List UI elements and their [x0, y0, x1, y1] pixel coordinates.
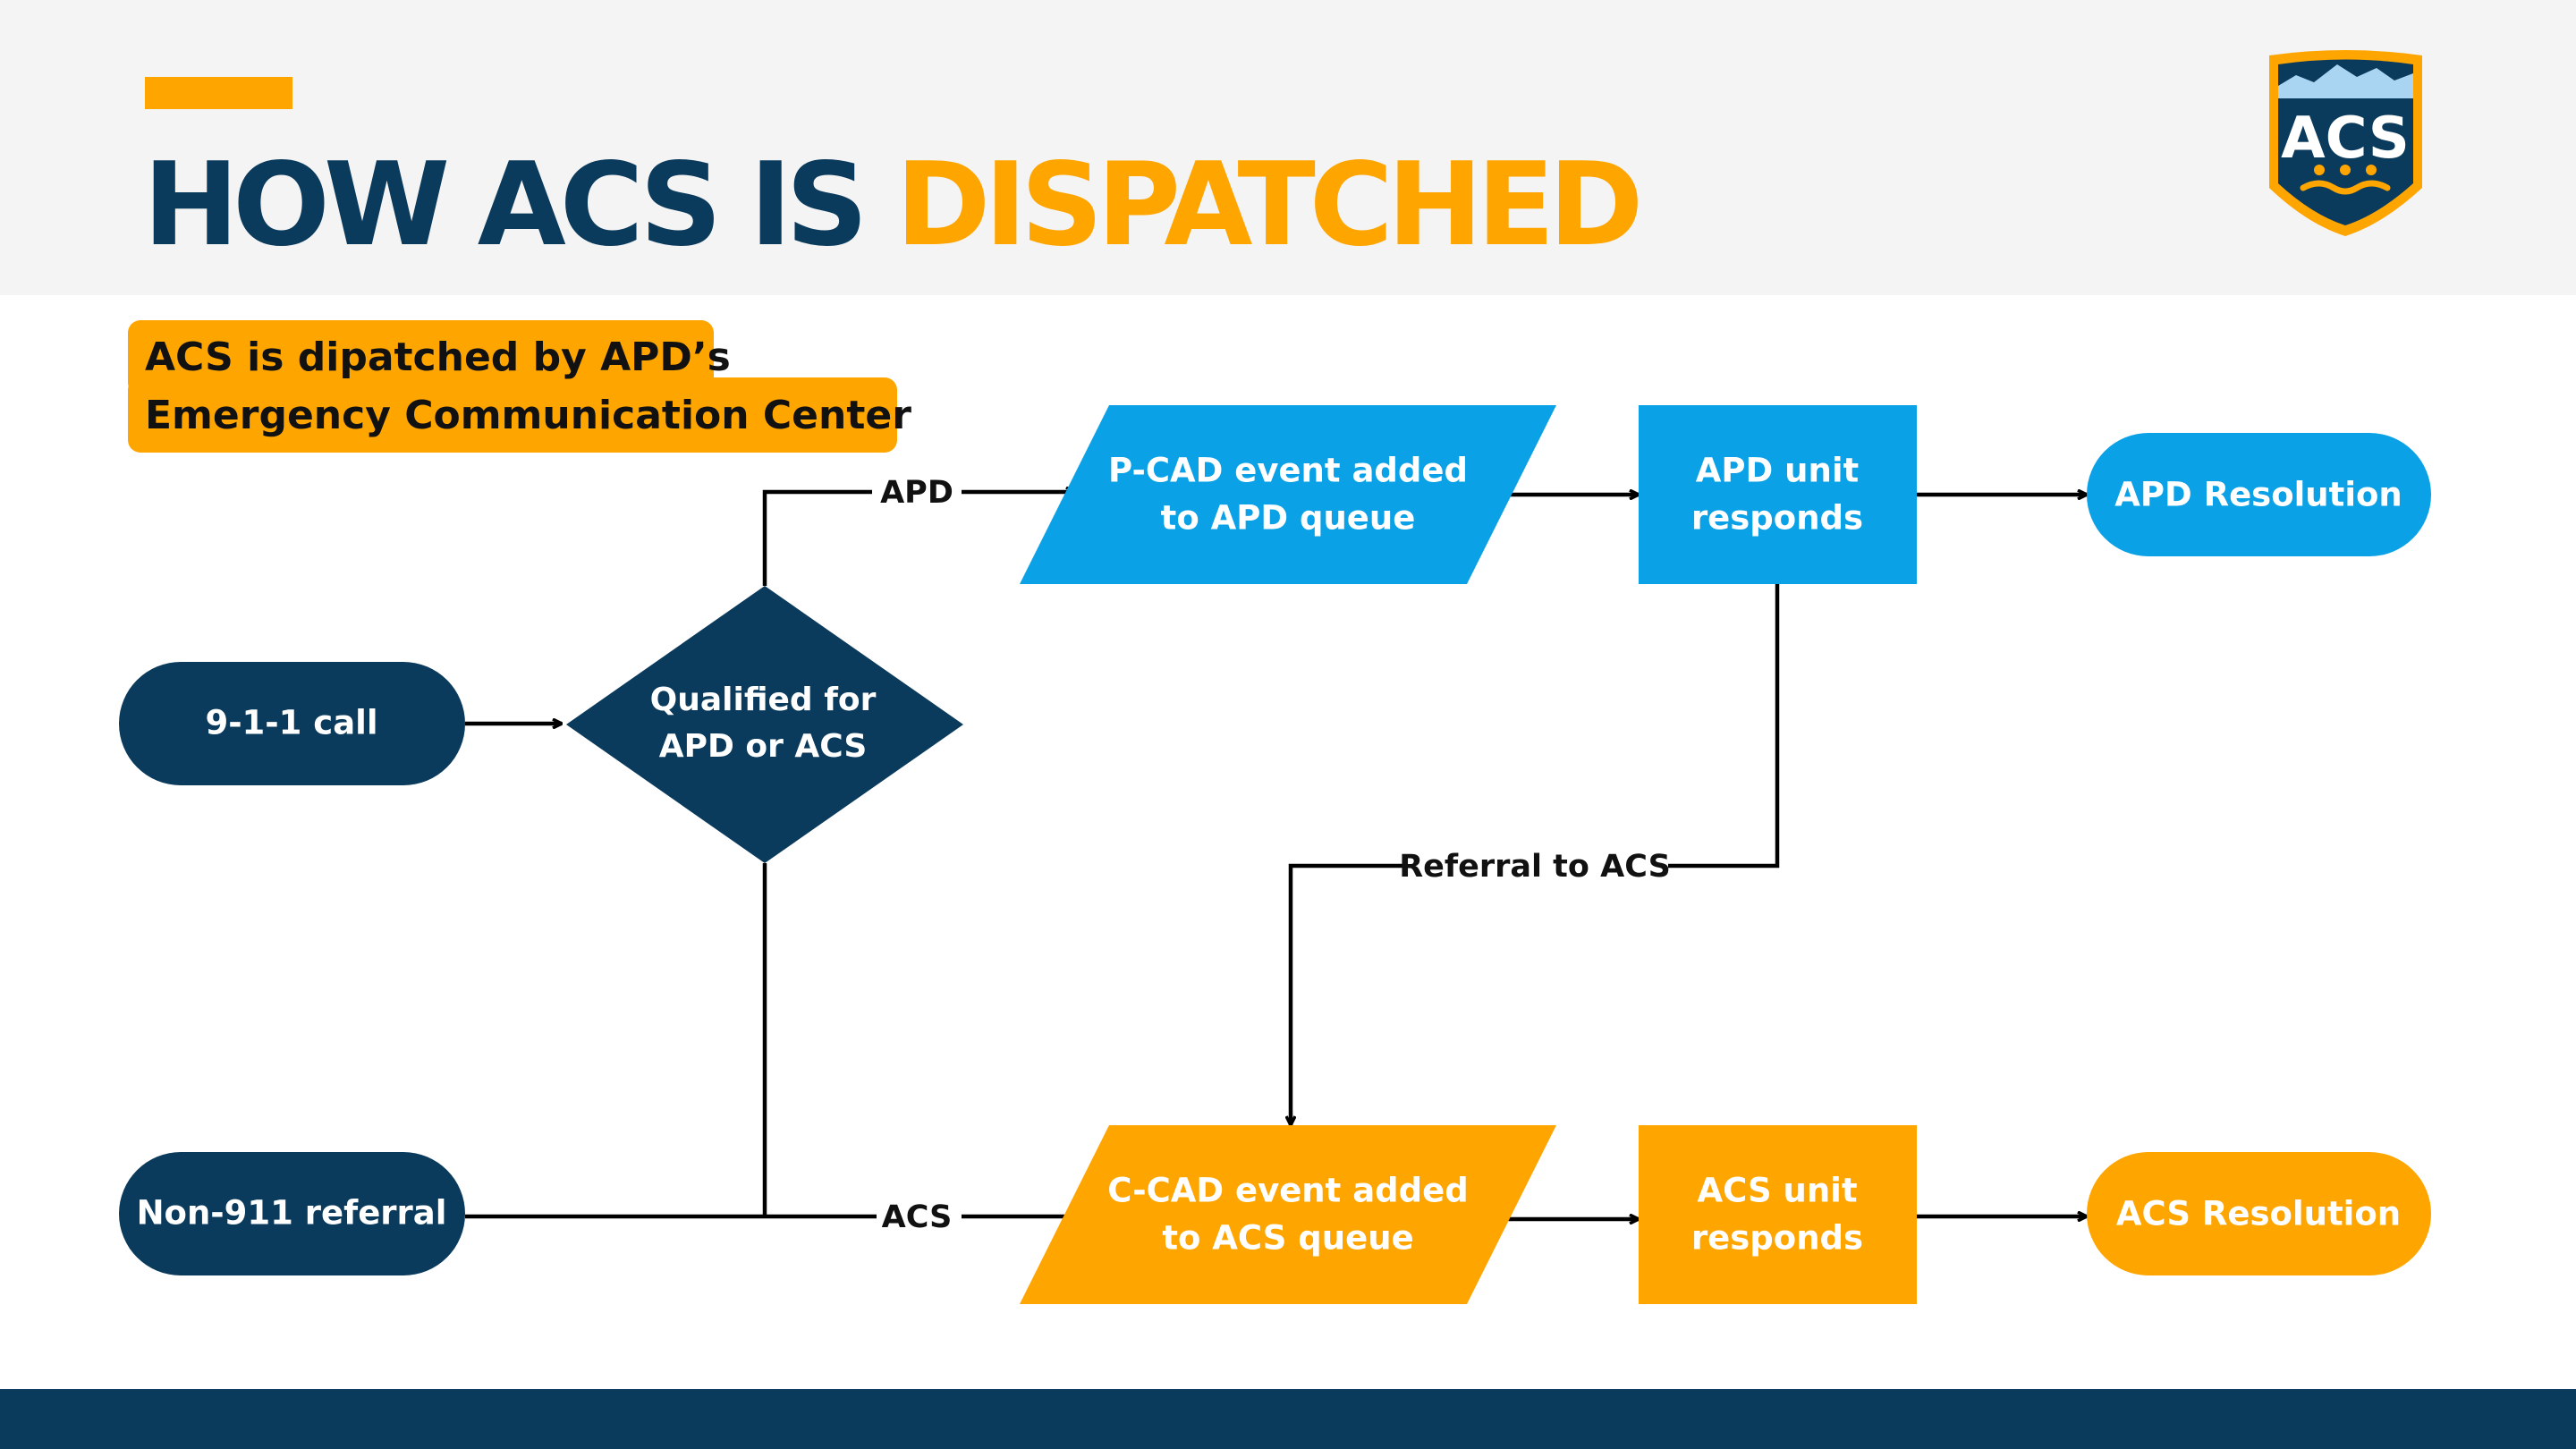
decision-line-2: APD or ACS — [659, 728, 868, 765]
acs-unit-line-1: ACS unit — [1697, 1172, 1857, 1210]
logo-text: ACS — [2281, 106, 2410, 172]
title-part-2: DISPATCHED — [895, 139, 1643, 272]
connector-referral-right — [1668, 584, 1780, 869]
people-icon — [2314, 165, 2377, 175]
title-part-1: HOW ACS IS — [143, 139, 896, 272]
node-pcad-event: P-CAD event added to APD queue — [1020, 405, 1556, 584]
connectors — [465, 492, 2087, 1219]
apd-unit-line-1: APD unit — [1696, 452, 1859, 490]
edge-label-acs: ACS — [882, 1199, 953, 1235]
decision-line-1: Qualified for — [650, 682, 877, 718]
pcad-line-2: to APD queue — [1161, 499, 1416, 538]
wave-icon — [2300, 180, 2391, 195]
node-non911-referral-label: Non-911 referral — [137, 1194, 447, 1233]
edge-label-referral: Referral to ACS — [1399, 849, 1671, 885]
node-acs-unit: ACS unit responds — [1639, 1125, 1917, 1304]
node-911-call: 9-1-1 call — [119, 662, 465, 785]
page-title: HOW ACS IS DISPATCHED — [143, 143, 1644, 268]
node-decision: Qualified for APD or ACS — [566, 586, 963, 863]
title-accent-bar — [145, 77, 292, 109]
note-line-2: Emergency Communication Center — [145, 393, 911, 438]
node-911-call-label: 9-1-1 call — [205, 704, 377, 742]
note-line-1: ACS is dipatched by APD’s — [145, 335, 731, 380]
apd-resolution-label: APD Resolution — [2114, 476, 2402, 514]
ccad-line-2: to ACS queue — [1162, 1219, 1413, 1258]
connector-referral-left — [1291, 863, 1402, 1125]
acs-resolution-label: ACS Resolution — [2116, 1195, 2401, 1233]
acs-unit-line-2: responds — [1691, 1219, 1863, 1258]
connector-decision-up — [762, 489, 872, 586]
acs-logo: ACS — [2269, 50, 2422, 236]
footer-bar — [0, 1389, 2576, 1449]
pcad-line-1: P-CAD event added — [1108, 452, 1468, 490]
node-acs-resolution: ACS Resolution — [2087, 1152, 2431, 1275]
mountains-icon — [2278, 64, 2413, 98]
node-ccad-event: C-CAD event added to ACS queue — [1020, 1125, 1556, 1304]
apd-unit-line-2: responds — [1691, 499, 1863, 538]
node-non911-referral: Non-911 referral — [119, 1152, 465, 1275]
edge-label-apd: APD — [880, 475, 953, 511]
note-box-line-2 — [128, 377, 897, 453]
node-apd-resolution: APD Resolution — [2087, 433, 2431, 556]
node-apd-unit: APD unit responds — [1639, 405, 1917, 584]
header — [0, 0, 2576, 295]
ccad-line-1: C-CAD event added — [1107, 1172, 1468, 1210]
